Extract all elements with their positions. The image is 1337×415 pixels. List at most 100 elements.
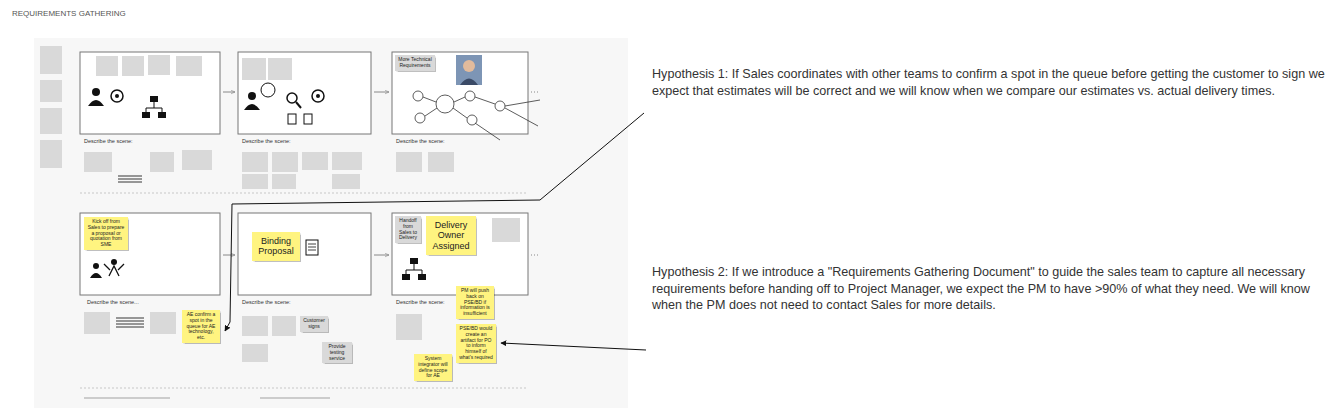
scene-frame xyxy=(80,52,220,134)
text-lines-icon xyxy=(118,181,142,182)
org-chart-icon xyxy=(406,264,422,274)
person-icon xyxy=(111,259,117,265)
scene-arrow xyxy=(374,255,389,256)
scene-dots xyxy=(531,92,540,93)
scene-caption: Describe the scene: xyxy=(395,299,446,305)
yellow-sticky-note: Binding Proposal xyxy=(252,232,300,261)
hypothesis-text: Hypothesis 2: If we introduce a "Require… xyxy=(651,264,1328,314)
person-photo xyxy=(463,60,475,72)
yellow-sticky-note: PM will push back on PSE/BD if informati… xyxy=(456,286,494,319)
grey-sticky xyxy=(122,56,144,76)
leader-line xyxy=(225,113,644,331)
text-lines-icon xyxy=(116,326,144,327)
scene-arrow xyxy=(223,92,235,93)
org-chart-icon xyxy=(402,274,410,280)
footer-mark xyxy=(84,397,170,399)
grey-sticky-note: Handoff from Sales to Delivery xyxy=(395,216,421,243)
scene-dots xyxy=(531,255,540,256)
scene-caption: Describe the scene... xyxy=(86,299,140,305)
network-node xyxy=(465,91,475,101)
scene-caption: Describe the scene: xyxy=(241,299,292,305)
row-separator xyxy=(80,193,528,194)
sticky-text: Delivery Owner Assigned xyxy=(428,220,474,251)
grey-sticky xyxy=(492,218,520,242)
grey-sticky xyxy=(176,56,202,76)
hypothesis-text: Hypothesis 1: If Sales coordinates with … xyxy=(651,66,1328,99)
sticky-text: Handoff from Sales to Delivery xyxy=(397,218,419,241)
grey-sticky xyxy=(40,46,62,74)
person-icon xyxy=(248,92,256,100)
person-photo xyxy=(460,79,478,86)
grey-sticky-note: More Technical Requirements xyxy=(395,55,435,71)
network-link xyxy=(505,100,540,106)
sticky-text: System integrator will define scope for … xyxy=(416,356,450,379)
grey-sticky xyxy=(242,344,268,362)
person-icon xyxy=(104,264,124,276)
sticky-text: Customer signs xyxy=(302,318,326,330)
network-link xyxy=(475,123,500,140)
yellow-sticky-note: System integrator will define scope for … xyxy=(414,354,452,381)
sticky-text: AE confirm a spot in the queue for AE te… xyxy=(184,312,218,341)
person-icon xyxy=(244,104,260,110)
sticky-text: Kick off from Sales to prepare a proposa… xyxy=(86,219,126,248)
network-link xyxy=(505,108,538,126)
magnifier-icon xyxy=(296,102,301,108)
gear-icon xyxy=(111,90,123,102)
scene-frame xyxy=(392,52,528,134)
person-icon xyxy=(88,100,104,106)
row-separator xyxy=(80,388,528,389)
person-photo xyxy=(456,55,482,85)
scene-frame xyxy=(238,213,371,295)
grey-sticky xyxy=(150,312,176,334)
grey-sticky xyxy=(242,174,268,189)
grey-sticky xyxy=(396,152,422,172)
sticky-text: Binding Proposal xyxy=(254,236,298,257)
network-node xyxy=(415,113,425,123)
sticky-text: Provide testing service xyxy=(324,344,350,361)
text-lines-icon xyxy=(116,323,144,324)
grey-sticky xyxy=(40,140,62,168)
leader-line xyxy=(501,343,646,350)
magnifier-icon xyxy=(287,93,297,103)
document-icon xyxy=(306,240,318,255)
org-chart-icon xyxy=(150,96,158,102)
grey-sticky xyxy=(428,152,454,172)
person-icon xyxy=(90,273,102,278)
grey-sticky xyxy=(332,152,362,170)
network-link xyxy=(454,97,465,102)
gear-icon xyxy=(312,90,324,102)
board-panel xyxy=(34,38,628,408)
network-link xyxy=(453,108,467,118)
grey-sticky xyxy=(332,174,360,189)
yellow-sticky-note: PSE/BD would create an artifact for PO t… xyxy=(456,324,496,363)
gear-icon xyxy=(115,94,119,98)
scene-frame xyxy=(80,213,220,295)
grey-sticky xyxy=(242,58,266,80)
scene-caption: Describe the scene: xyxy=(83,138,134,144)
text-lines-icon xyxy=(116,320,144,321)
org-chart-icon xyxy=(418,274,426,280)
grey-sticky xyxy=(272,174,296,189)
yellow-sticky-note: AE confirm a spot in the queue for AE te… xyxy=(182,310,220,343)
network-link xyxy=(425,108,437,116)
sticky-text: PM will push back on PSE/BD if informati… xyxy=(458,288,492,317)
network-link xyxy=(475,97,495,104)
grey-sticky xyxy=(84,312,110,334)
grey-sticky xyxy=(272,152,298,172)
network-link xyxy=(423,97,436,102)
scene-arrow xyxy=(223,255,235,256)
grey-sticky xyxy=(242,316,268,336)
grey-sticky xyxy=(40,80,62,102)
person-icon xyxy=(92,88,100,96)
sticky-text: PSE/BD would create an artifact for PO t… xyxy=(458,326,494,361)
grey-sticky xyxy=(148,55,170,75)
org-chart-icon xyxy=(146,102,162,112)
person-icon xyxy=(93,263,99,269)
grey-sticky xyxy=(40,108,62,134)
grey-sticky xyxy=(182,150,212,170)
sticky-text: More Technical Requirements xyxy=(397,57,433,69)
org-chart-icon xyxy=(158,112,166,118)
yellow-sticky-note: Kick off from Sales to prepare a proposa… xyxy=(84,217,128,250)
grey-sticky xyxy=(302,152,328,170)
